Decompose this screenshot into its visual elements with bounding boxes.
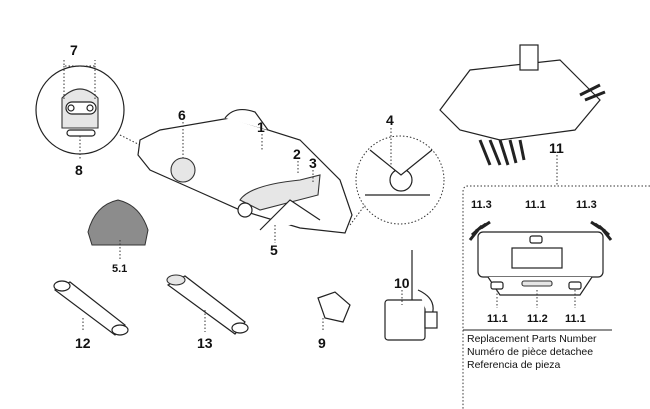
label-8: 8	[75, 162, 83, 178]
label-4: 4	[386, 112, 394, 128]
pole-part-12	[53, 280, 129, 336]
label-13: 13	[197, 335, 213, 351]
parts-box-border	[462, 185, 650, 409]
label-7: 7	[70, 42, 78, 58]
filter-detail-circle	[355, 128, 445, 225]
brush-unit-part-11	[439, 44, 606, 185]
charger-part-10	[384, 250, 438, 341]
legend-line-en: Replacement Parts Number	[467, 333, 597, 345]
label-2: 2	[293, 146, 301, 162]
connector-detail-circle	[35, 65, 141, 155]
label-11-1-left: 11.1	[487, 313, 508, 325]
label-3: 3	[309, 155, 317, 171]
label-1: 1	[257, 119, 265, 135]
label-9: 9	[318, 335, 326, 351]
label-12: 12	[75, 335, 91, 351]
handle-part-13	[166, 274, 249, 335]
label-11: 11	[549, 140, 564, 156]
clip-part-9	[317, 291, 351, 332]
label-5: 5	[270, 242, 278, 258]
legend-line-es: Referencia de pieza	[467, 359, 561, 371]
label-11-3-right: 11.3	[576, 199, 597, 211]
replacement-parts-legend: Replacement Parts Number Numéro de pièce…	[467, 333, 597, 372]
pool-cleaner-body	[137, 108, 353, 234]
brush-unit-detail	[468, 220, 613, 308]
legend-line-fr: Numéro de pièce detachee	[467, 346, 594, 358]
label-11-3-left: 11.3	[471, 199, 492, 211]
label-11-1-top: 11.1	[525, 199, 546, 211]
label-10: 10	[394, 275, 410, 291]
filter-bag-part	[87, 199, 149, 246]
label-11-1-right: 11.1	[565, 313, 586, 325]
leader-7	[63, 60, 96, 67]
label-11-2: 11.2	[527, 313, 548, 325]
label-6: 6	[178, 107, 186, 123]
label-5-1: 5.1	[112, 263, 127, 275]
